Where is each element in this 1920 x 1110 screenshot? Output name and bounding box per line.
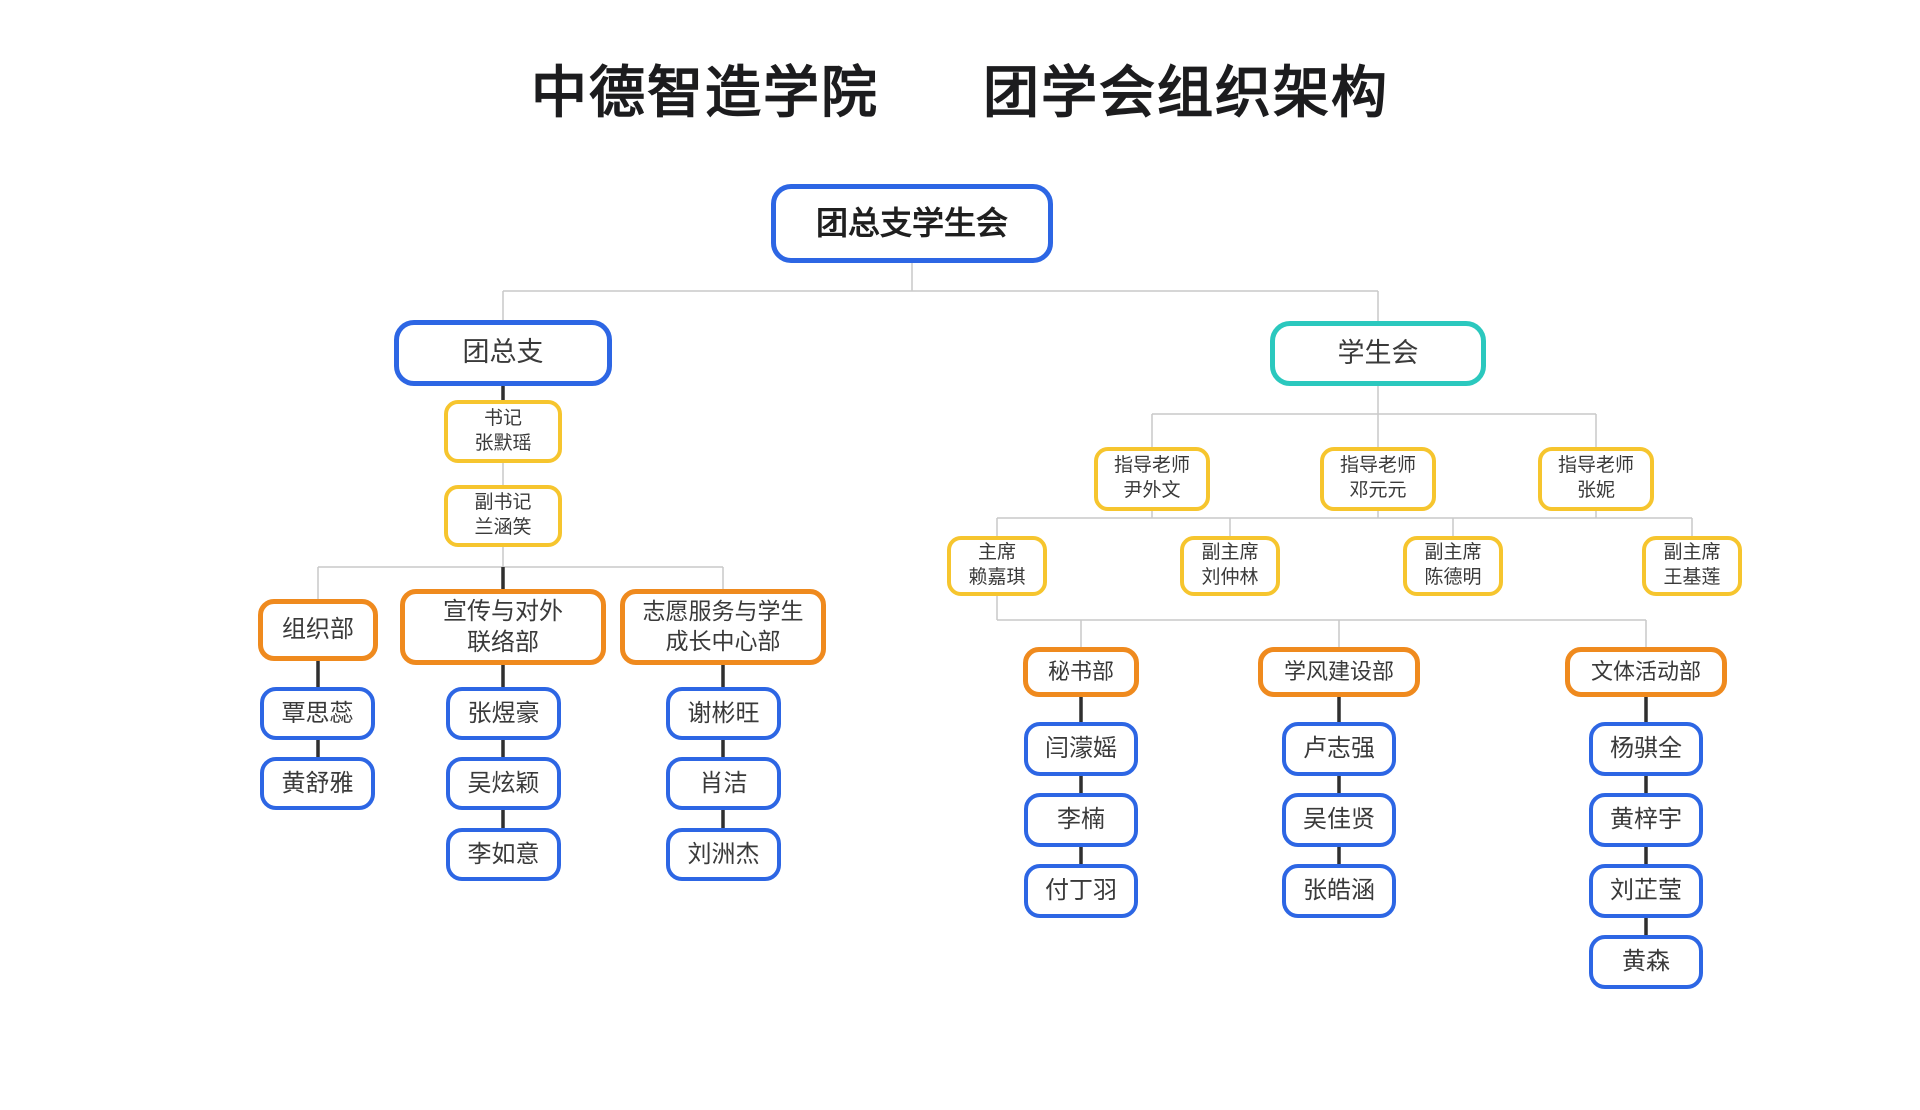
union-dept3-member3: 刘芷莹	[1589, 864, 1703, 918]
node-root: 团总支学生会	[771, 184, 1053, 263]
node-league-secretary: 书记 张默瑶	[444, 400, 562, 463]
league-dept2-member3: 李如意	[446, 828, 561, 881]
union-dept1-member2: 李楠	[1024, 793, 1138, 847]
league-dept1-member1: 覃思蕊	[260, 687, 375, 740]
node-league-deputy-secretary: 副书记 兰涵笑	[444, 485, 562, 547]
union-dept1-member1: 闫濛媱	[1024, 722, 1138, 776]
union-president: 主席 赖嘉琪	[947, 536, 1047, 596]
node-league-dept-publicity: 宣传与对外 联络部	[400, 589, 606, 665]
union-vice-president3: 副主席 王基莲	[1642, 536, 1742, 596]
league-dept3-member3: 刘洲杰	[666, 828, 781, 881]
title-subject: 团学会组织架构	[983, 61, 1389, 124]
union-dept3-member2: 黄梓宇	[1589, 793, 1703, 847]
union-vice-president2: 副主席 陈德明	[1403, 536, 1503, 596]
union-vice-president1: 副主席 刘仲林	[1180, 536, 1280, 596]
node-league-branch: 团总支	[394, 320, 612, 386]
node-union-dept-secretariat: 秘书部	[1023, 647, 1139, 697]
league-dept2-member1: 张煜豪	[446, 687, 561, 740]
league-dept2-member2: 吴炫颖	[446, 757, 561, 810]
union-dept2-member1: 卢志强	[1282, 722, 1396, 776]
page-title: 中德智造学院 团学会组织架构	[0, 48, 1920, 129]
node-league-dept-volunteer: 志愿服务与学生 成长中心部	[620, 589, 826, 665]
union-advisor1: 指导老师 尹外文	[1094, 447, 1210, 511]
league-dept1-member2: 黄舒雅	[260, 757, 375, 810]
node-union-branch: 学生会	[1270, 321, 1486, 386]
node-league-dept-organization: 组织部	[258, 599, 378, 661]
league-dept3-member1: 谢彬旺	[666, 687, 781, 740]
union-dept1-member3: 付丁羽	[1024, 864, 1138, 918]
union-dept2-member2: 吴佳贤	[1282, 793, 1396, 847]
league-dept3-member2: 肖洁	[666, 757, 781, 810]
node-union-dept-culture: 文体活动部	[1565, 647, 1727, 697]
union-dept2-member3: 张皓涵	[1282, 864, 1396, 918]
union-advisor3: 指导老师 张妮	[1538, 447, 1654, 511]
union-dept3-member1: 杨骐全	[1589, 722, 1703, 776]
union-advisor2: 指导老师 邓元元	[1320, 447, 1436, 511]
union-dept3-member4: 黄森	[1589, 935, 1703, 989]
node-union-dept-study: 学风建设部	[1258, 647, 1420, 697]
title-college: 中德智造学院	[531, 61, 879, 124]
